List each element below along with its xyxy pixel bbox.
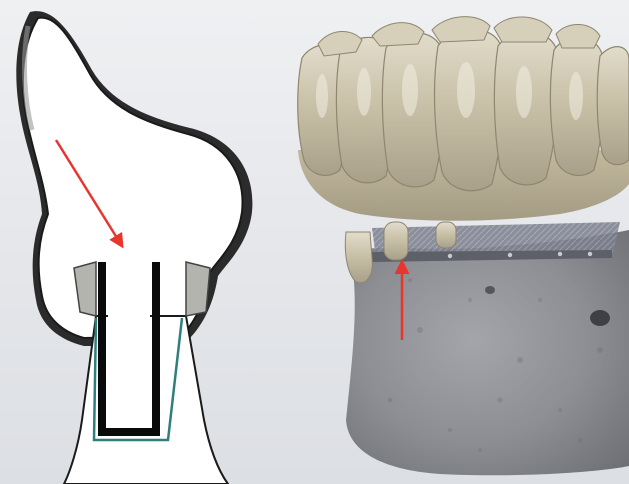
crown-cross-section <box>16 11 252 484</box>
shoulder-right <box>186 262 210 316</box>
tooth-7 <box>597 47 629 165</box>
foramen-hole-small <box>485 286 495 294</box>
jaw-bone <box>346 230 629 475</box>
abutment-post-1 <box>345 232 372 283</box>
mandible-model <box>298 17 629 476</box>
foramen-hole <box>590 310 610 326</box>
post-channel <box>108 262 150 428</box>
abutment-post-2 <box>384 222 408 260</box>
abutment-post-3 <box>436 222 456 248</box>
